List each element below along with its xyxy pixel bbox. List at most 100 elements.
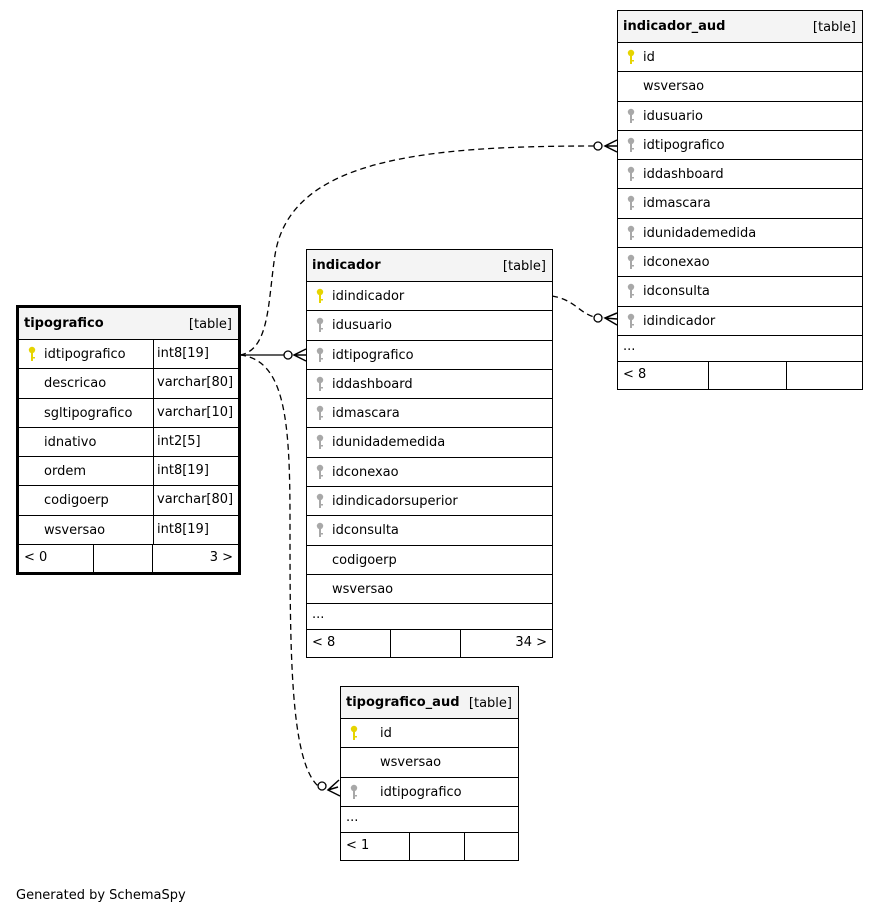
column-name: iddashboard	[643, 167, 724, 183]
more-columns: ...	[307, 604, 552, 631]
column-name: wsversao	[44, 522, 106, 538]
table-type: [table]	[468, 696, 512, 711]
column-name: iddashboard	[332, 376, 413, 392]
table-footer: < 8	[618, 361, 862, 389]
table-header: indicador_aud [table]	[618, 11, 862, 43]
column-row[interactable]: wsversao	[307, 575, 552, 605]
column-row[interactable]: idindicador	[618, 307, 862, 336]
table-name: indicador_aud	[623, 19, 726, 34]
column-row[interactable]: idmascara	[307, 399, 552, 429]
column-row[interactable]: id	[341, 719, 518, 749]
column-row[interactable]: idusuario	[307, 311, 552, 341]
column-type: varchar[80]	[153, 369, 233, 398]
table-indicador-aud[interactable]: indicador_aud [table] id wsversao idusuari…	[617, 10, 863, 390]
table-type: [table]	[502, 259, 546, 274]
column-row[interactable]: idconsulta	[618, 277, 862, 307]
table-name: tipografico	[24, 316, 104, 331]
column-row[interactable]: iddashboard	[307, 370, 552, 400]
column-name: idusuario	[332, 318, 392, 334]
crowfoot-marker	[603, 312, 618, 326]
column-row[interactable]: id	[618, 43, 862, 73]
footer-middle	[94, 545, 153, 573]
column-name: idtipografico	[44, 347, 126, 362]
table-footer: < 8 34 >	[307, 630, 552, 658]
parents-count[interactable]: < 0	[19, 545, 94, 573]
relation-tipografico-tipografico-aud	[239, 354, 319, 787]
column-name: idconexao	[332, 464, 399, 480]
column-row[interactable]: idmascara	[618, 189, 862, 219]
children-count	[787, 362, 862, 389]
column-row[interactable]: idtipografico	[341, 778, 518, 807]
column-row[interactable]: idunidademedida	[618, 219, 862, 249]
table-tipografico-aud[interactable]: tipografico_aud [table] id wsversao idtipo…	[340, 686, 519, 861]
column-name: idnativo	[44, 434, 97, 450]
children-count[interactable]: 34 >	[515, 635, 547, 651]
column-row[interactable]: idtipografico	[618, 131, 862, 161]
crowfoot-marker	[326, 779, 341, 797]
crowfoot-marker	[603, 139, 618, 153]
column-name: idconexao	[643, 255, 710, 271]
column-row[interactable]: idusuario	[618, 102, 862, 131]
column-name: idtipografico	[332, 347, 414, 363]
parents-count[interactable]: < 8	[618, 361, 709, 389]
column-name: id	[380, 726, 392, 741]
column-type: int8[19]	[153, 457, 209, 486]
column-name: idmascara	[332, 406, 400, 422]
column-name: codigoerp	[44, 493, 109, 509]
column-row[interactable]: codigoerp	[307, 546, 552, 575]
column-name: wsversao	[643, 79, 705, 95]
zero-marker	[317, 781, 327, 791]
table-header: tipografico [table]	[19, 308, 238, 340]
more-columns: ...	[341, 807, 518, 833]
more-columns: ...	[618, 336, 862, 362]
parents-count[interactable]: < 8	[307, 630, 391, 658]
column-name: idindicador	[643, 313, 716, 329]
children-count	[465, 833, 518, 860]
table-header: indicador [table]	[307, 250, 552, 282]
crowfoot-marker	[292, 348, 307, 362]
zero-marker	[593, 141, 603, 151]
column-name: idunidademedida	[643, 225, 757, 241]
column-row[interactable]: idindicadorsuperior	[307, 487, 552, 517]
parents-count[interactable]: < 1	[341, 832, 410, 860]
table-name: tipografico_aud	[346, 695, 460, 710]
table-type: [table]	[188, 317, 232, 332]
column-name: idunidademedida	[332, 435, 446, 451]
column-row[interactable]: idconsulta	[307, 516, 552, 546]
column-row[interactable]: idindicador	[307, 282, 552, 312]
column-row[interactable]: idconexao	[618, 248, 862, 278]
column-type: int2[5]	[153, 427, 201, 457]
column-name: idindicadorsuperior	[332, 494, 458, 510]
footer-middle	[410, 832, 465, 860]
column-name: idtipografico	[380, 784, 462, 800]
column-name: wsversao	[380, 755, 442, 771]
column-row[interactable]: iddashboard	[618, 160, 862, 190]
column-row[interactable]: idunidademedida	[307, 428, 552, 458]
column-name: idconsulta	[643, 284, 710, 300]
column-row[interactable]: idtipografico	[307, 341, 552, 370]
column-row[interactable]: wsversao	[618, 72, 862, 102]
column-name: idusuario	[643, 108, 703, 124]
column-row[interactable]: wsversao	[341, 748, 518, 778]
column-name: idindicador	[332, 289, 405, 304]
column-row[interactable]: idnativo int2[5]	[19, 427, 238, 458]
relation-indicador-indicador-aud	[551, 295, 595, 318]
table-tipografico[interactable]: tipografico [table] idtipografico int8[19…	[16, 305, 241, 576]
children-count[interactable]: 3 >	[209, 550, 233, 566]
column-list: idindicador idusuario idtipografico iddashb…	[307, 282, 552, 605]
footer-middle	[391, 630, 461, 658]
column-row[interactable]: idtipografico int8[19]	[19, 340, 238, 370]
column-type: int8[19]	[153, 340, 209, 369]
column-name: sgltipografico	[44, 405, 133, 421]
column-name: id	[643, 50, 655, 65]
column-row[interactable]: idconexao	[307, 458, 552, 488]
table-type: [table]	[812, 20, 856, 35]
